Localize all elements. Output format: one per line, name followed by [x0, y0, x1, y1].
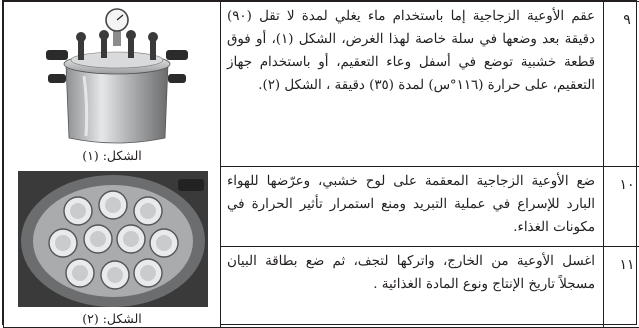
step-number: ١١	[604, 247, 639, 328]
step-number: ١٠	[604, 167, 639, 247]
step-number: ٩	[604, 2, 639, 167]
pressure-canner-photo	[44, 6, 190, 152]
table-row: ١١ اغسل الأوعية من الخارج، واتركها لتجف،…	[4, 247, 639, 328]
table-row: ٩ عقم الأوعية الزجاجية إما باستخدام ماء …	[4, 2, 639, 167]
step-text: عقم الأوعية الزجاجية إما باستخدام ماء يغ…	[221, 2, 604, 167]
figure-1-caption: الشكل: (١)	[4, 148, 220, 164]
steps-table: ٩ عقم الأوعية الزجاجية إما باستخدام ماء …	[3, 1, 639, 328]
step-text: اغسل الأوعية من الخارج، واتركها لتجف، ثم…	[221, 247, 604, 328]
figure-cell-2: الشكل: (٢)	[4, 247, 221, 328]
jars-in-canner-photo	[18, 171, 208, 307]
figure-2-caption: الشكل: (٢)	[4, 311, 220, 327]
step-text: ضع الأوعية الزجاجية المعقمة على لوح خشبي…	[221, 167, 604, 247]
